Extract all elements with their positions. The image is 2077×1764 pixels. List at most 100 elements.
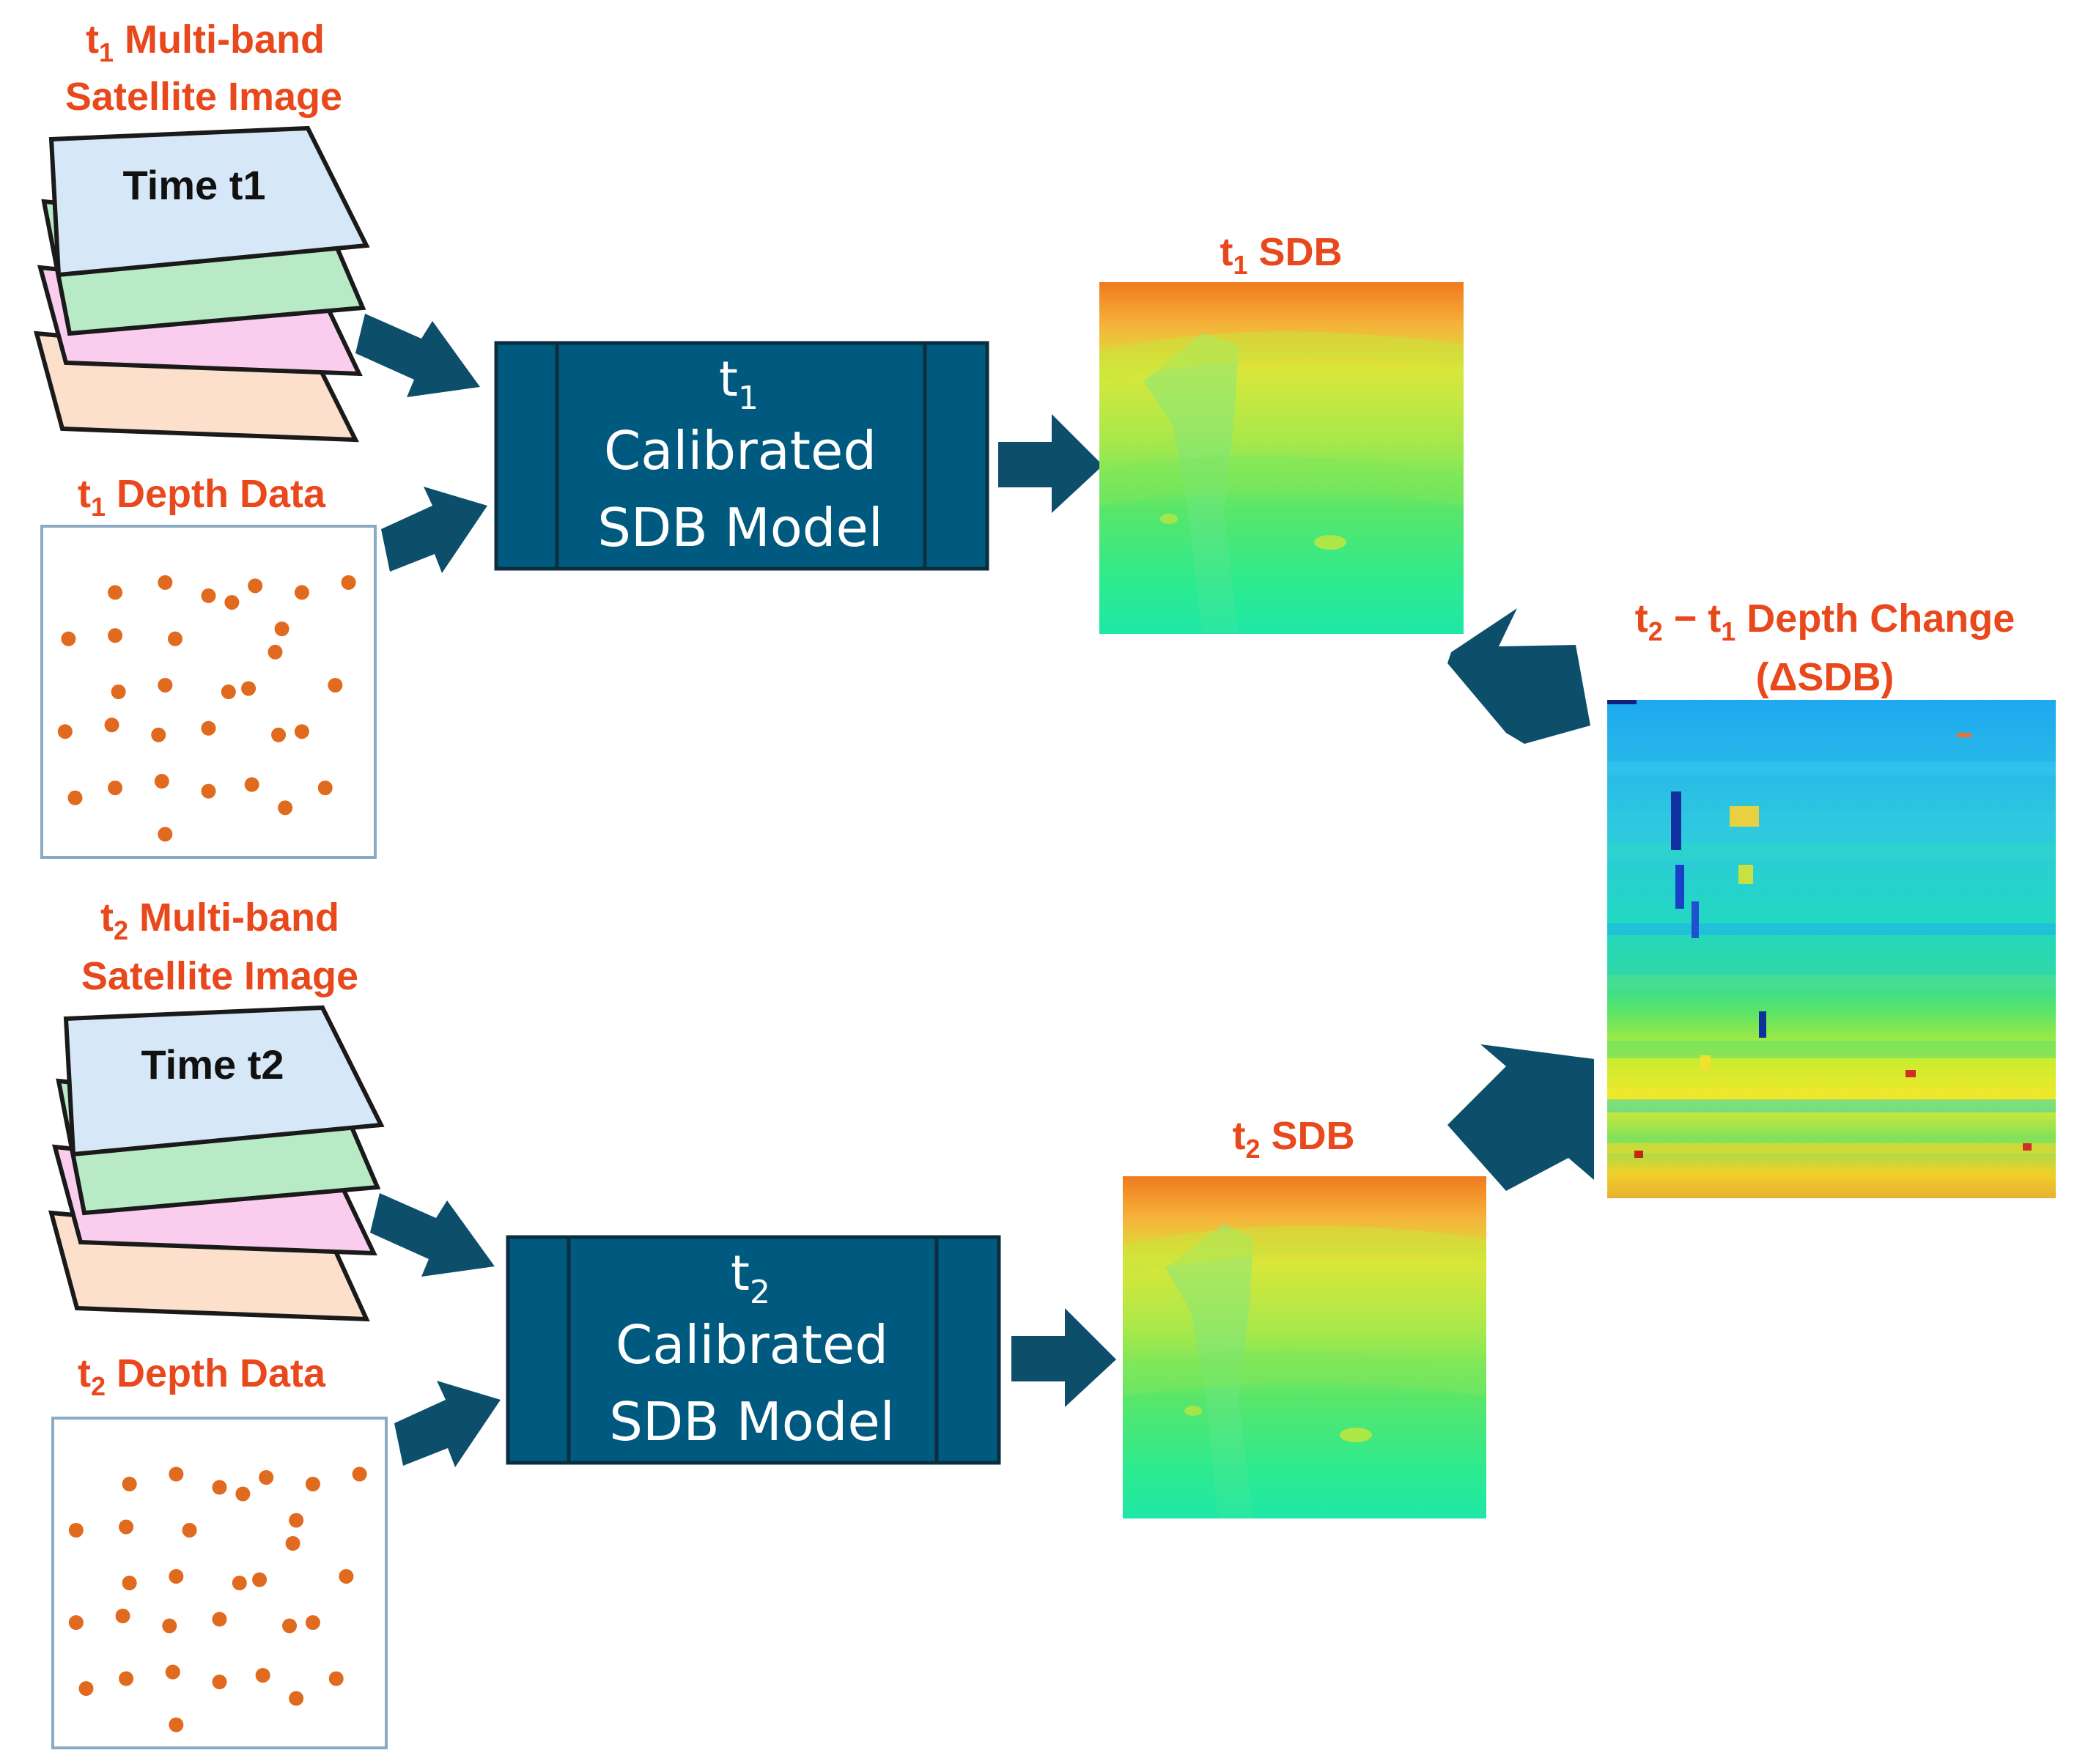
t2-title-line2: Satellite Image: [81, 954, 358, 998]
t1-arrow-image-to-model: [355, 314, 480, 397]
depth-point: [201, 783, 216, 799]
depth-point: [61, 631, 76, 646]
delta-sdb-map: [1607, 700, 2056, 1198]
depth-point: [248, 578, 263, 594]
t2-depth-title: t2 Depth Data: [78, 1351, 326, 1401]
depth-point: [119, 1671, 134, 1686]
depth-point: [252, 1572, 268, 1587]
change-title: t2 − t1 Depth Change (ΔSDB): [1635, 597, 2015, 699]
depth-point: [57, 724, 73, 739]
depth-point: [108, 585, 123, 600]
t1-sdb-map: [1099, 282, 1464, 634]
depth-point: [201, 588, 216, 603]
t1-title-sub: 1: [99, 37, 114, 67]
depth-point: [271, 727, 287, 742]
depth-point: [158, 575, 173, 590]
t2-band-stack: Time t2: [48, 1005, 385, 1322]
svg-text:t1 Multi-band: t1 Multi-band: [86, 18, 325, 67]
depth-point: [241, 681, 257, 696]
depth-point: [68, 1615, 84, 1630]
t1-image-title: t1 Multi-band Satellite Image: [65, 18, 342, 119]
t1-sdb-title: t1 SDB: [1220, 230, 1342, 280]
t1-model-line2: Calibrated: [604, 420, 877, 481]
depth-point: [78, 1681, 94, 1696]
depth-point: [352, 1466, 367, 1482]
t2-band-layer-blue: [63, 1005, 385, 1157]
t2-arrow-depth-to-model: [394, 1381, 501, 1467]
depth-point: [221, 684, 236, 699]
depth-point: [119, 1519, 134, 1535]
depth-point: [158, 677, 173, 693]
depth-point: [168, 631, 182, 646]
depth-point: [278, 800, 293, 816]
depth-point: [244, 777, 259, 792]
depth-point: [68, 1523, 84, 1538]
depth-point: [182, 1523, 197, 1538]
depth-point: [305, 1477, 320, 1491]
depth-point: [328, 1671, 344, 1686]
depth-point: [294, 585, 309, 600]
depth-point: [282, 1618, 298, 1634]
t1-band-layer-blue: [48, 125, 370, 278]
t1-model-box: t1 Calibrated SDB Model: [494, 341, 989, 571]
depth-point: [162, 1618, 177, 1634]
depth-point: [169, 1717, 184, 1732]
t2-sdb-to-change-arrow-main: [1447, 1044, 1594, 1191]
change-title-line2: (ΔSDB): [1756, 655, 1895, 699]
depth-point: [169, 1466, 184, 1482]
depth-point: [224, 594, 240, 610]
svg-text:t2 − t1 Depth Change: t2 − t1 Depth Change: [1635, 597, 2015, 646]
depth-point: [259, 1470, 274, 1485]
depth-point: [169, 1569, 184, 1584]
t1-title-line2: Satellite Image: [65, 75, 342, 119]
depth-point: [108, 780, 123, 796]
t1-band-stack: Time t1: [33, 125, 370, 443]
depth-point: [122, 1477, 137, 1491]
depth-point: [232, 1576, 247, 1590]
depth-point: [235, 1486, 251, 1502]
depth-point: [289, 1513, 304, 1528]
depth-point: [305, 1615, 320, 1630]
svg-text:t2 Depth Data: t2 Depth Data: [78, 1351, 326, 1401]
t1-arrow-depth-to-model: [381, 487, 487, 573]
t2-sdb-title: t2 SDB: [1232, 1114, 1354, 1164]
depth-point: [212, 1480, 227, 1495]
svg-text:t1 Depth Data: t1 Depth Data: [78, 472, 326, 522]
depth-point: [158, 827, 173, 842]
t2-model-line3: SDB Model: [609, 1391, 895, 1453]
depth-point: [104, 717, 119, 733]
depth-point: [294, 724, 309, 739]
t1-depth-title: t1 Depth Data: [78, 472, 326, 522]
depth-point: [341, 575, 356, 590]
t2-depth-points: [68, 1466, 367, 1732]
depth-point: [165, 1664, 180, 1680]
t1-arrow-model-to-sdb: [998, 414, 1103, 513]
t2-model-line2: Calibrated: [616, 1314, 888, 1376]
t1-depth-data-panel: [40, 525, 377, 859]
depth-point: [67, 790, 83, 805]
depth-point: [111, 684, 126, 699]
depth-point: [154, 774, 169, 789]
svg-text:t2 Multi-band: t2 Multi-band: [100, 896, 339, 945]
t2-arrow-image-to-model: [370, 1193, 495, 1277]
depth-point: [268, 644, 283, 660]
depth-point: [317, 780, 333, 796]
depth-point: [115, 1609, 130, 1623]
depth-point: [339, 1569, 354, 1584]
svg-text:t1 SDB: t1 SDB: [1220, 230, 1342, 280]
depth-point: [212, 1675, 227, 1689]
t1-layer-label: Time t1: [122, 162, 265, 208]
depth-point: [274, 621, 289, 637]
t1-depth-points: [57, 575, 356, 842]
depth-point: [122, 1576, 137, 1590]
t2-image-title: t2 Multi-band Satellite Image: [81, 896, 358, 998]
depth-point: [255, 1668, 270, 1683]
t2-sdb-map: [1123, 1176, 1486, 1518]
depth-point: [285, 1536, 300, 1551]
t1-sdb-to-change-arrow: [1447, 608, 1590, 744]
t2-arrow-model-to-sdb: [1011, 1308, 1116, 1407]
t2-layer-label: Time t2: [141, 1041, 284, 1088]
depth-point: [151, 727, 166, 742]
t2-model-box: t2 Calibrated SDB Model: [506, 1235, 1001, 1465]
